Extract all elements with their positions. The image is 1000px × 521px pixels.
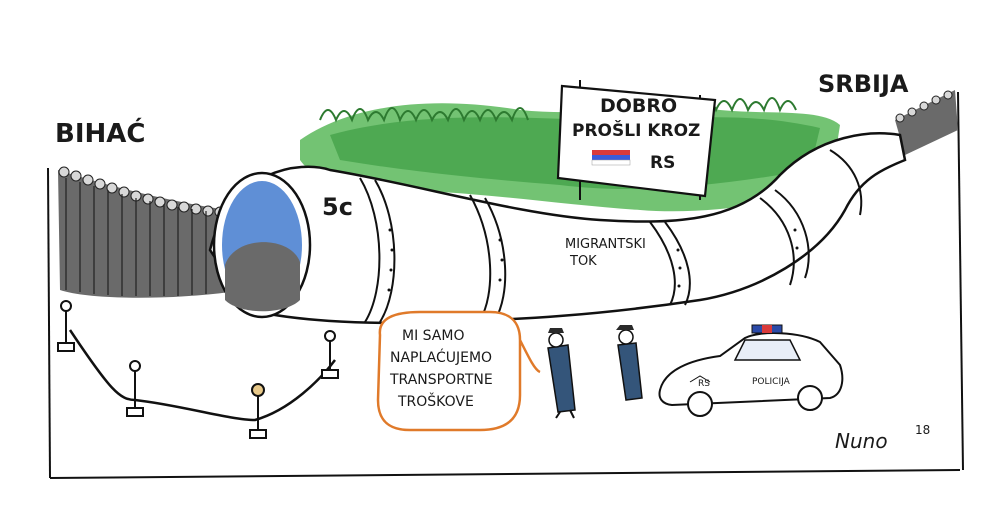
policeman-right xyxy=(616,325,643,401)
sign-line-2: PROŠLI KROZ xyxy=(572,119,700,141)
policeman-left xyxy=(547,328,576,419)
signature: Nuno xyxy=(835,429,888,453)
sign-line-1: DOBRO xyxy=(600,95,677,117)
flag-stripe-red xyxy=(592,150,630,155)
pipe-price: 5c xyxy=(322,193,353,221)
police-car xyxy=(658,324,844,417)
migrant-pipe xyxy=(208,132,907,325)
speech-bubble xyxy=(376,310,541,432)
welcome-sign xyxy=(556,80,717,200)
car-door-text: POLICIJA xyxy=(752,377,791,387)
crowd-right xyxy=(895,90,958,155)
speech-line-4: TROŠKOVE xyxy=(397,392,474,410)
label-srbija: SRBIJA xyxy=(818,70,909,98)
speech-line-1: MI SAMO xyxy=(402,328,464,344)
stanchion-barrier xyxy=(57,300,339,439)
flag-stripe-white xyxy=(591,159,631,166)
label-bihac: BIHAĆ xyxy=(55,117,145,149)
car-hood-text: RS xyxy=(698,379,710,389)
flag-stripe-blue xyxy=(592,155,630,160)
panel-frame xyxy=(47,91,964,479)
signature-year: 18 xyxy=(915,423,930,437)
crowd-left xyxy=(58,166,230,298)
speech-line-3: TRANSPORTNE xyxy=(389,372,493,388)
speech-line-2: NAPLAĆUJEMO xyxy=(390,348,492,366)
pipe-label-line-1: MIGRANTSKI xyxy=(565,237,646,252)
sign-line-3: RS xyxy=(650,153,675,173)
pipe-label-line-2: TOK xyxy=(569,254,597,269)
